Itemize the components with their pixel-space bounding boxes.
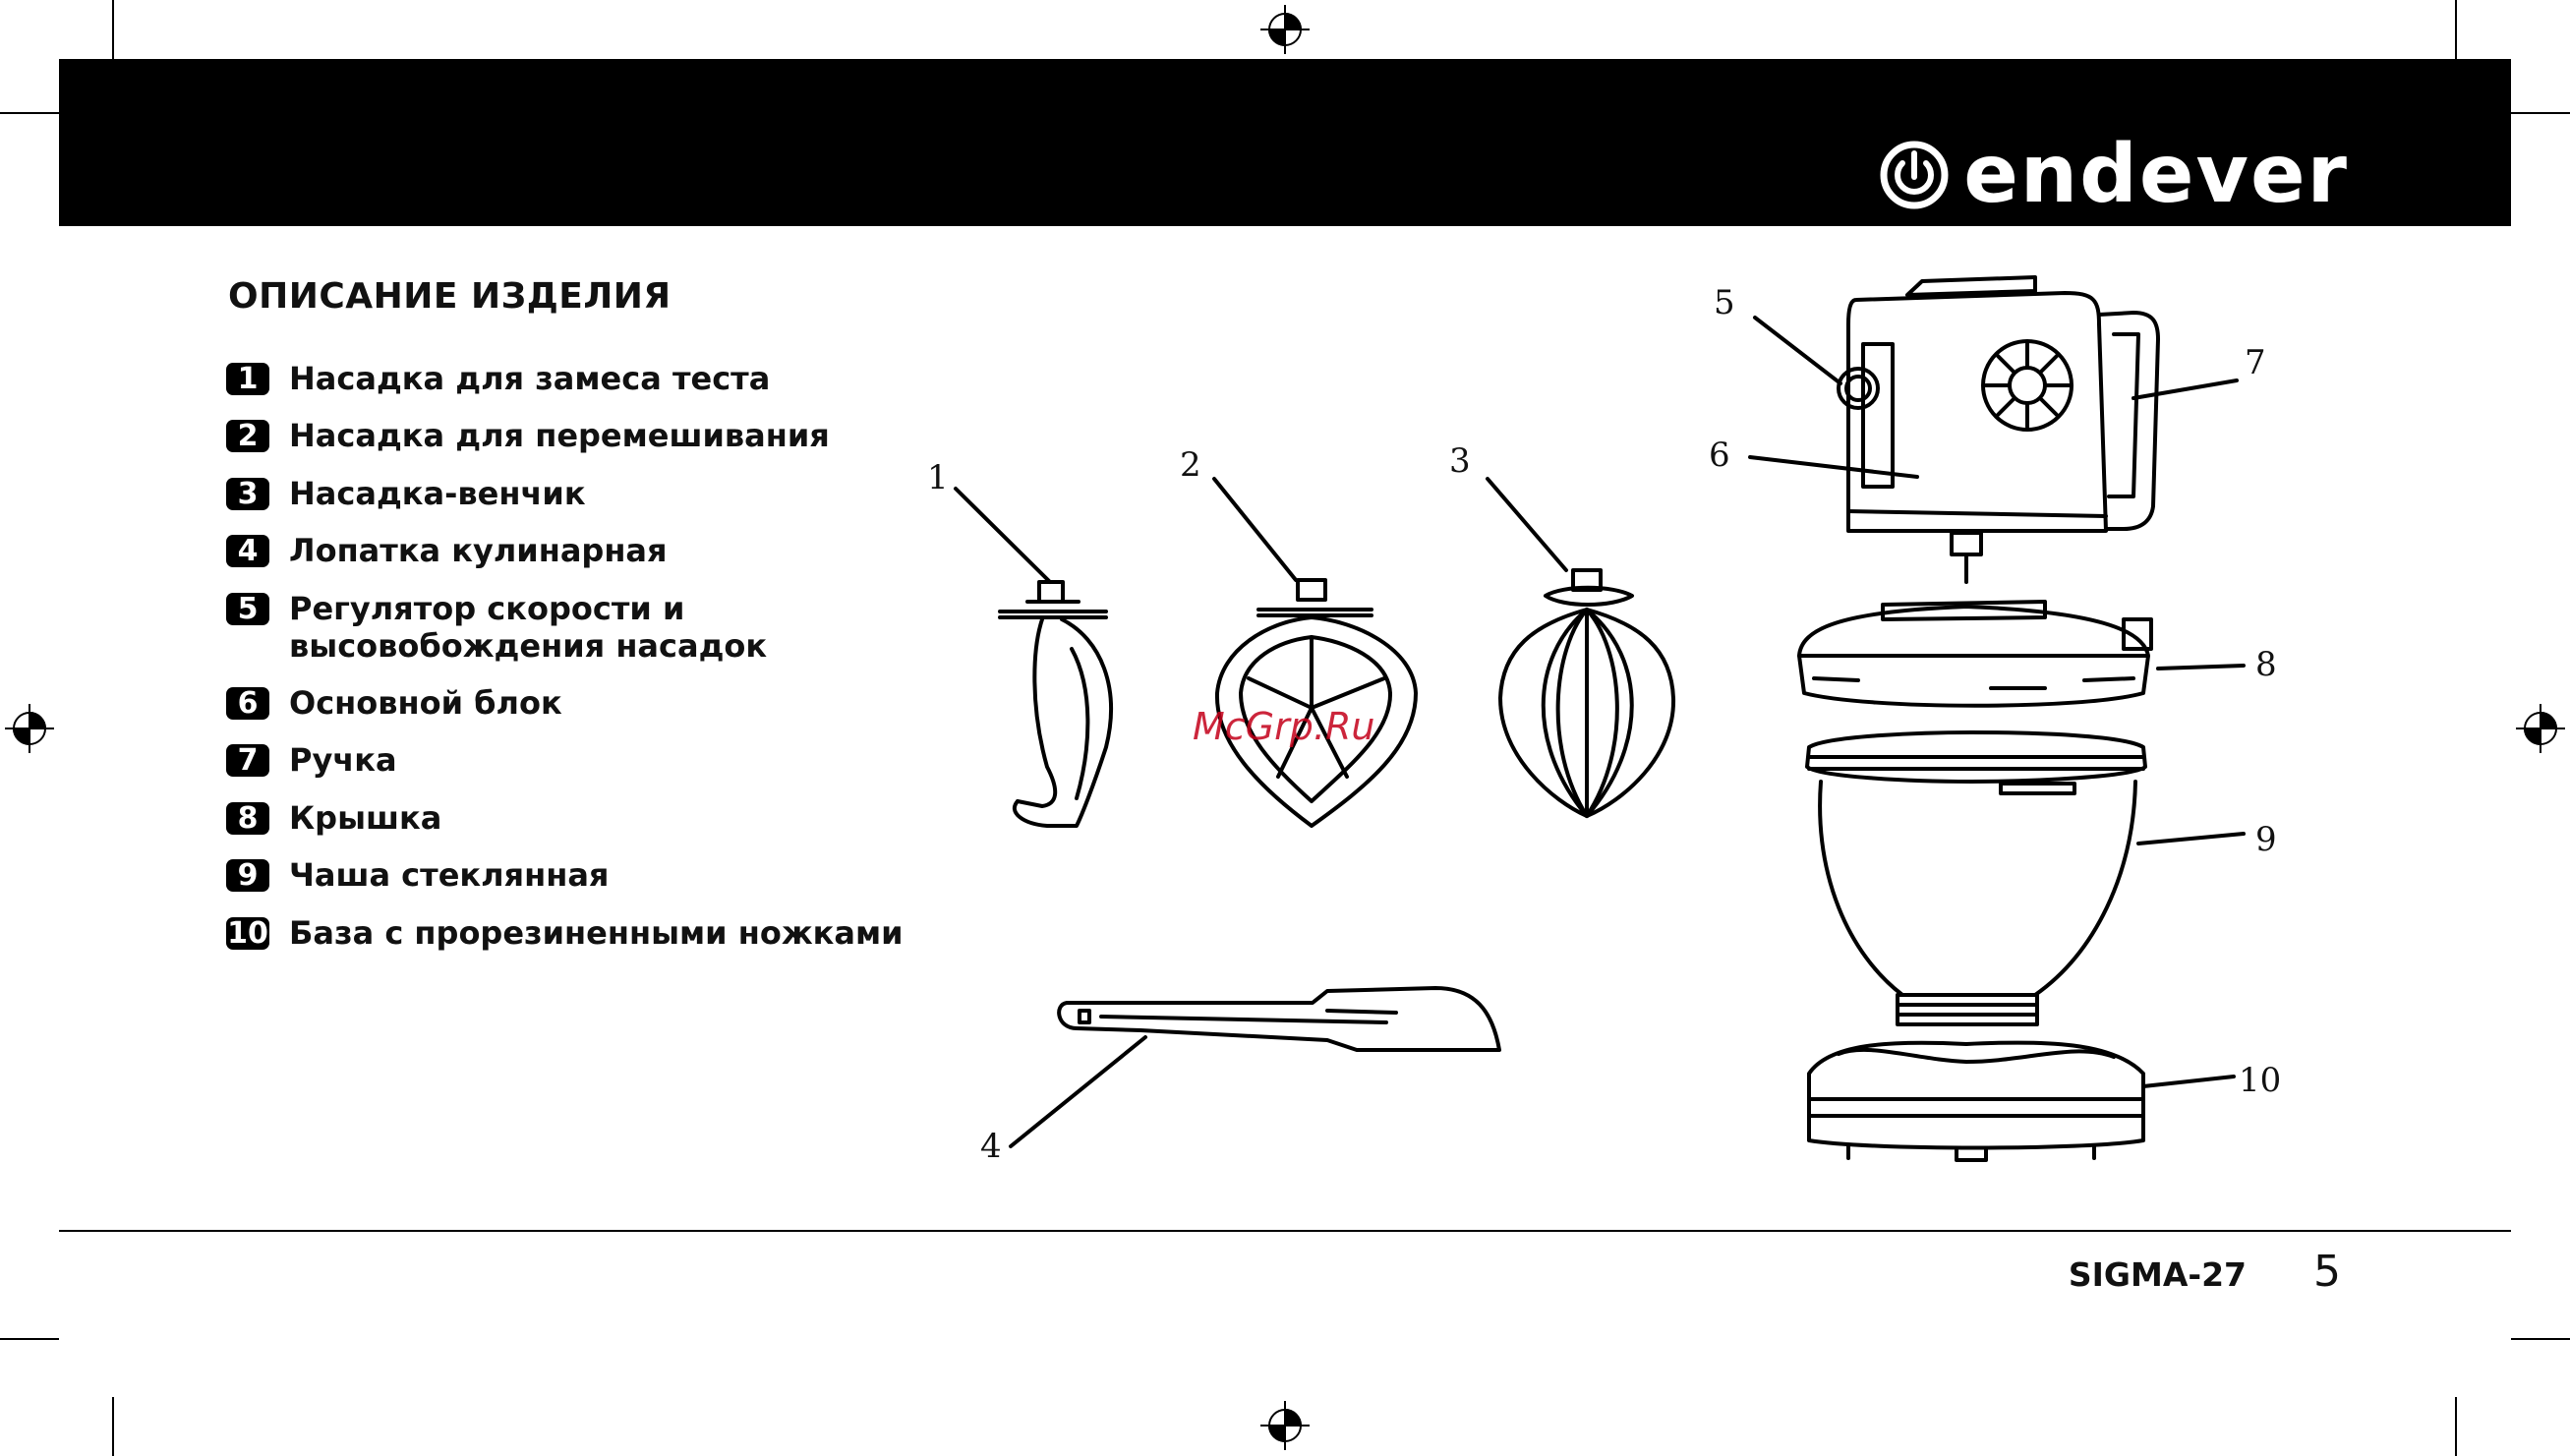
callout-8: 8 [2255, 645, 2277, 684]
callout-3: 3 [1449, 441, 1471, 481]
watermark: McGrp.Ru [1193, 705, 1374, 748]
model-name: SIGMA-27 [2069, 1255, 2247, 1294]
callout-9: 9 [2255, 820, 2277, 859]
callout-7: 7 [2245, 343, 2266, 382]
callout-5: 5 [1714, 283, 1735, 322]
callout-4: 4 [980, 1127, 1002, 1166]
footer-divider [59, 1230, 2511, 1232]
base-drawing [1809, 1042, 2143, 1160]
callout-10: 10 [2239, 1061, 2281, 1100]
dough-hook-drawing [1000, 582, 1111, 826]
main-unit-drawing [1839, 277, 2158, 582]
flat-beater-drawing [1217, 580, 1416, 826]
callout-2: 2 [1180, 445, 1201, 485]
callout-6: 6 [1709, 436, 1730, 475]
page-number: 5 [2313, 1247, 2341, 1297]
spatula-drawing [1059, 988, 1499, 1050]
bowl-drawing [1807, 732, 2145, 1024]
whisk-drawing [1500, 570, 1673, 816]
callout-1: 1 [927, 458, 949, 497]
lid-drawing [1799, 602, 2151, 706]
